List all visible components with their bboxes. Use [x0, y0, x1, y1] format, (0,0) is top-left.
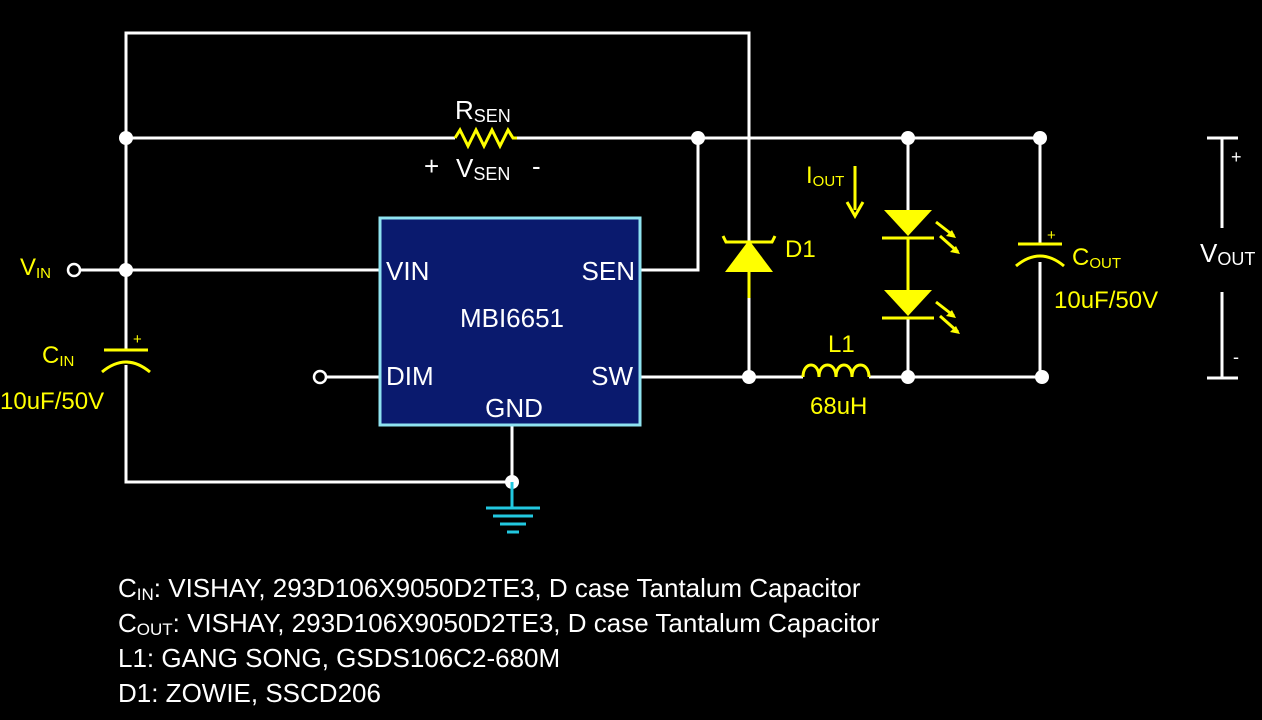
cin-label: CIN — [42, 342, 74, 370]
rsen-label: RSEN — [455, 95, 511, 126]
diode-d1 — [721, 235, 777, 298]
cout-plus: + — [1047, 227, 1056, 244]
cin-plus: + — [133, 331, 142, 348]
vin-label: VIN — [20, 254, 51, 282]
note-cin: CIN: VISHAY, 293D106X9050D2TE3, D case T… — [118, 573, 861, 604]
cin-ground-wire — [124, 365, 512, 484]
note-d1: D1: ZOWIE, SSCD206 — [118, 678, 381, 708]
iout-label: IOUT — [806, 162, 844, 190]
pin-sw-label: SW — [591, 361, 633, 391]
diode-d1-body — [725, 240, 773, 272]
pin-vin-label: VIN — [386, 256, 429, 286]
bill-of-materials: CIN: VISHAY, 293D106X9050D2TE3, D case T… — [118, 573, 880, 708]
led-2 — [882, 290, 960, 334]
junction-dot — [1033, 131, 1047, 145]
vsen-plus: + — [424, 151, 439, 181]
pin-dim-label: DIM — [386, 361, 434, 391]
vin-terminal — [66, 262, 82, 278]
rsen-resistor — [453, 126, 517, 150]
d1-label: D1 — [785, 236, 816, 263]
pin-gnd-label: GND — [485, 393, 543, 423]
capacitor-cout — [1015, 242, 1065, 268]
l1-label: L1 — [828, 331, 855, 358]
vout-label: VOUT — [1200, 238, 1255, 269]
vout-minus: - — [1233, 347, 1239, 367]
l1-value: 68uH — [810, 393, 867, 420]
dim-terminal — [312, 369, 328, 385]
ic-name: MBI6651 — [460, 303, 564, 333]
vsen-minus: - — [532, 151, 541, 181]
ic-body — [378, 216, 642, 427]
junction-dot — [119, 131, 133, 145]
inductor-l1 — [801, 363, 871, 378]
cout-label: COUT — [1072, 244, 1121, 272]
pin-sen-label: SEN — [582, 256, 635, 286]
capacitor-cin — [101, 348, 151, 374]
junction-dot — [901, 131, 915, 145]
junction-dot — [119, 263, 133, 277]
vsen-label: VSEN — [456, 153, 510, 184]
ground-symbol — [486, 482, 540, 534]
junctions — [66, 131, 1049, 489]
led-1 — [882, 210, 960, 290]
junction-dot — [1035, 370, 1049, 384]
cin-value: 10uF/50V — [0, 388, 104, 415]
junction-dot — [742, 370, 756, 384]
vout-marker — [1207, 136, 1238, 380]
cout-value: 10uF/50V — [1054, 287, 1158, 314]
vout-plus: + — [1231, 147, 1242, 167]
note-cout: COUT: VISHAY, 293D106X9050D2TE3, D case … — [118, 608, 880, 639]
sen-wire — [640, 138, 700, 272]
junction-dot — [691, 131, 705, 145]
iout-arrow — [845, 166, 865, 220]
note-l1: L1: GANG SONG, GSDS106C2-680M — [118, 643, 560, 673]
ic-mbi6651: MBI6651 VIN SEN DIM SW GND — [378, 216, 642, 427]
junction-dot — [901, 370, 915, 384]
